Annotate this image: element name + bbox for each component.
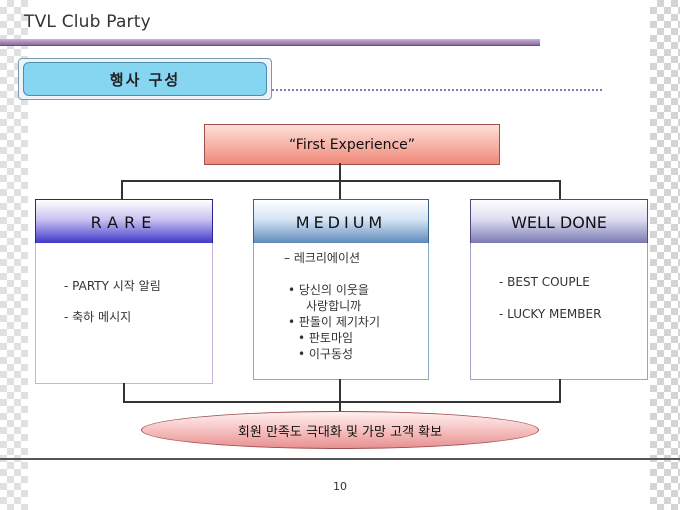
title-underline-bar — [0, 39, 540, 46]
list-item: • 이구동성 — [298, 347, 354, 361]
medium-header: MEDIUM — [253, 199, 429, 245]
list-item: - BEST COUPLE — [499, 275, 590, 289]
connector-rise-medium — [339, 379, 341, 402]
list-item: - PARTY 시작 알림 — [64, 279, 161, 293]
connector-vertical-bottom — [339, 401, 341, 412]
list-item: • 판토마임 — [298, 331, 354, 345]
connector-rise-rare — [123, 383, 125, 402]
slide-title: TVL Club Party — [24, 12, 151, 32]
list-item: - 축하 메시지 — [64, 310, 132, 324]
connector-vertical-top — [339, 163, 341, 181]
section-heading-box: 행사 구성 — [18, 58, 272, 100]
list-item: – 레크리에이션 — [284, 251, 361, 265]
connector-horizontal-top — [121, 180, 561, 182]
rare-panel: - PARTY 시작 알림 - 축하 메시지 — [35, 243, 213, 384]
list-item: 사랑합니까 — [306, 299, 362, 313]
connector-drop-rare — [121, 180, 123, 199]
welldone-header: WELL DONE — [470, 199, 648, 245]
dotted-divider — [272, 89, 602, 91]
connector-drop-welldone — [559, 180, 561, 199]
welldone-panel: - BEST COUPLE - LUCKY MEMBER — [470, 243, 648, 380]
right-checker-border — [650, 0, 680, 510]
list-item: • 판돌이 제기차기 — [288, 315, 380, 329]
page-number: 10 — [333, 480, 347, 493]
footer-rule — [0, 458, 680, 460]
section-heading-label: 행사 구성 — [23, 62, 267, 96]
list-item: • 당신의 이웃을 — [288, 283, 369, 297]
rare-header: RARE — [35, 199, 213, 245]
first-experience-box: “First Experience” — [204, 124, 500, 165]
medium-panel: – 레크리에이션 • 당신의 이웃을 사랑합니까 • 판돌이 제기차기 • 판토… — [253, 243, 429, 380]
goal-ellipse: 회원 만족도 극대화 및 가망 고객 확보 — [141, 411, 539, 449]
connector-rise-welldone — [559, 379, 561, 402]
connector-drop-medium — [339, 180, 341, 199]
list-item: - LUCKY MEMBER — [499, 307, 602, 321]
connector-horizontal-bottom — [123, 401, 561, 403]
